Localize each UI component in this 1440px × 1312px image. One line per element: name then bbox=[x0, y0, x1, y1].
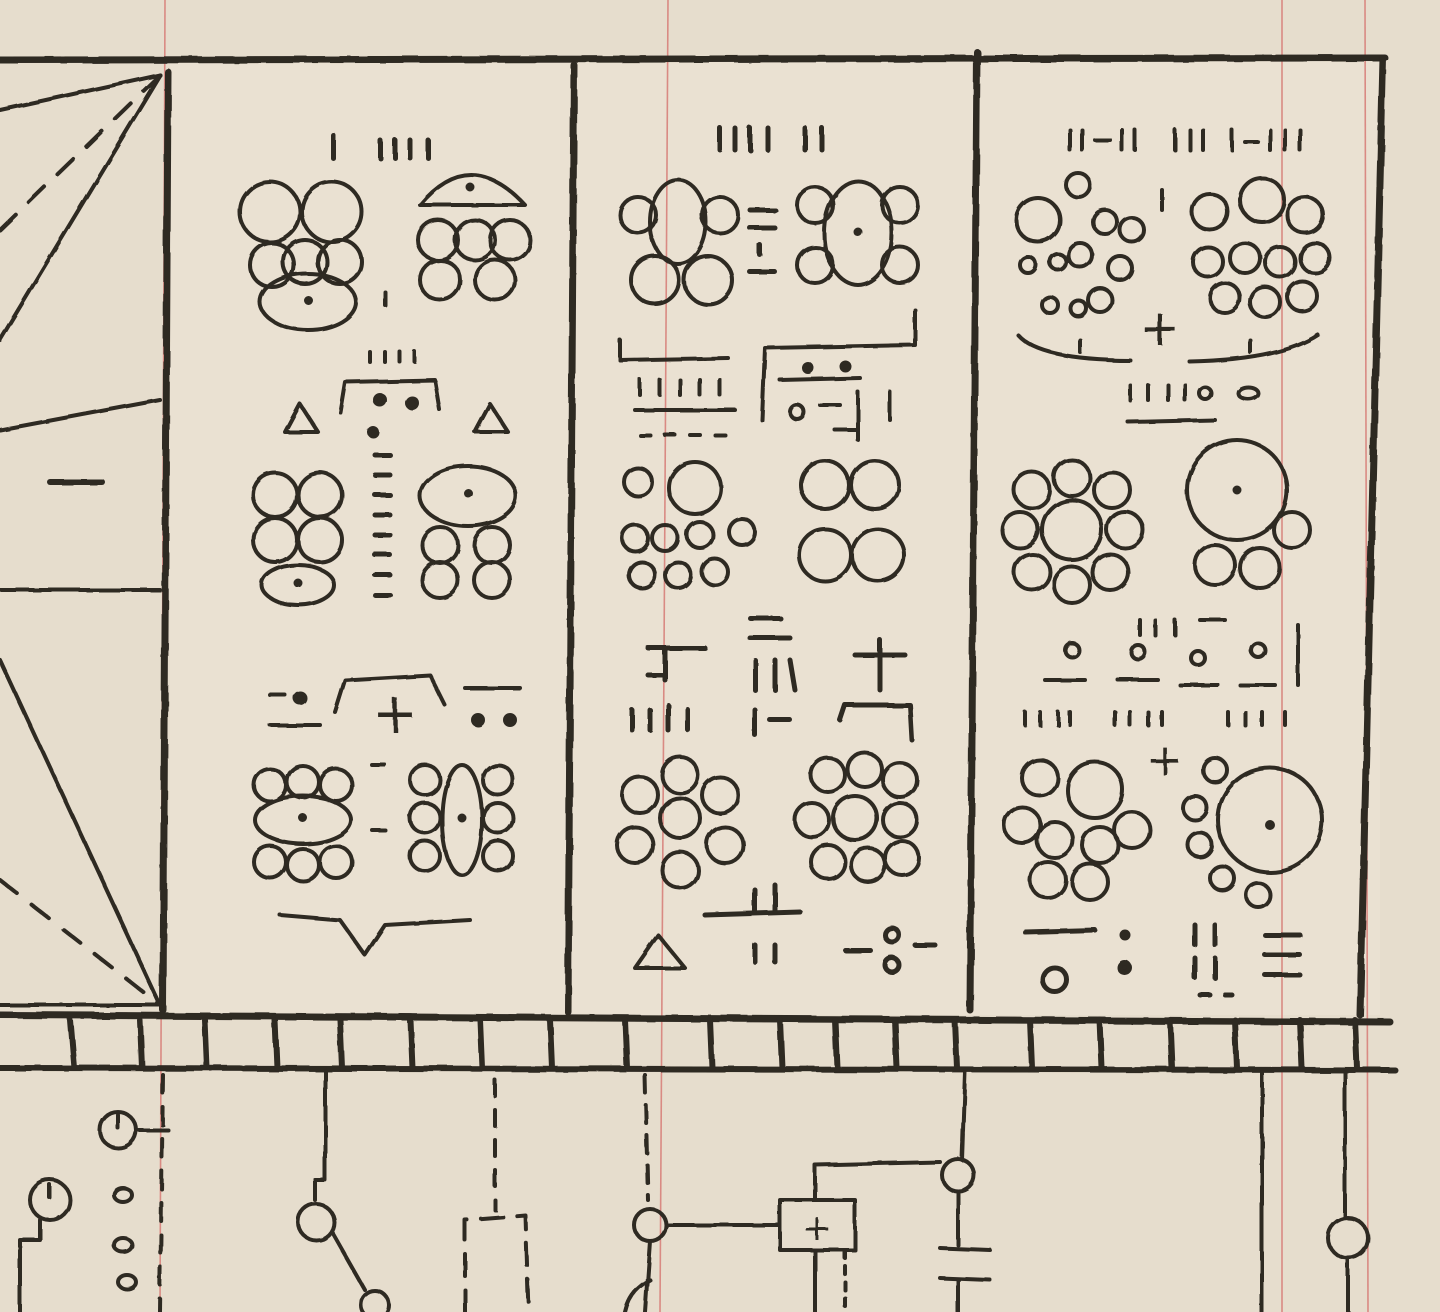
bracket-glyph bbox=[338, 350, 442, 414]
tablet-left: + bbox=[238, 132, 532, 957]
bowl-stroke bbox=[1016, 333, 1132, 362]
glyph-cluster bbox=[238, 180, 364, 332]
triangle-icon bbox=[633, 933, 687, 970]
plus-box-symbol: + bbox=[802, 1208, 832, 1249]
glyph-cluster bbox=[1014, 171, 1146, 318]
plus-symbol: + bbox=[372, 682, 417, 745]
tally-marks bbox=[1023, 618, 1300, 727]
triangle-icon bbox=[283, 402, 320, 434]
footer-marks bbox=[702, 882, 938, 975]
tablet-right: + bbox=[1000, 128, 1332, 998]
capacitor-icon bbox=[938, 1246, 992, 1252]
schematic: + bbox=[18, 1068, 1370, 1312]
tablet-row-paper bbox=[170, 60, 1380, 1015]
tablet-middle bbox=[615, 125, 938, 975]
tally-marks bbox=[1068, 128, 1302, 212]
glyph-cluster bbox=[1181, 756, 1324, 909]
triangle-icon bbox=[473, 402, 510, 434]
glyph-cluster bbox=[615, 755, 745, 890]
bowl-stroke bbox=[1188, 333, 1320, 364]
plus-symbol: + bbox=[1139, 299, 1181, 357]
glyph-cluster bbox=[797, 459, 906, 583]
glyph-cluster bbox=[408, 763, 515, 877]
left-diagram-panel bbox=[0, 73, 162, 1007]
ladder-rail bbox=[0, 1017, 1398, 1073]
dash-column bbox=[747, 207, 778, 275]
dash-column bbox=[372, 452, 393, 598]
glyph-cluster bbox=[1000, 458, 1145, 605]
glyph-cluster bbox=[620, 460, 757, 590]
glyph-cluster bbox=[1002, 758, 1152, 902]
glyph-cluster bbox=[795, 179, 920, 287]
glyph-cluster bbox=[618, 178, 740, 306]
tally-marks bbox=[330, 132, 431, 161]
glyph-cluster bbox=[416, 173, 532, 302]
tally-marks bbox=[717, 125, 825, 153]
base-stroke bbox=[278, 913, 472, 957]
glyph-cluster bbox=[418, 464, 518, 600]
glyph-cluster bbox=[251, 471, 344, 607]
glyph-cluster bbox=[793, 751, 921, 884]
gauge-icon bbox=[28, 1178, 72, 1222]
tablet-frame bbox=[0, 48, 1394, 1026]
glyph-cluster bbox=[1185, 438, 1312, 590]
glyph-cluster bbox=[1190, 176, 1332, 319]
bracket-glyph: + bbox=[268, 673, 522, 832]
tally-marks bbox=[629, 615, 915, 743]
plus-box bbox=[778, 1198, 857, 1252]
plus-symbol: + bbox=[1147, 735, 1184, 786]
bracket-glyph bbox=[618, 308, 917, 442]
footer-marks bbox=[1022, 922, 1303, 998]
glyph-cluster bbox=[252, 764, 354, 883]
tally-marks bbox=[1078, 338, 1260, 424]
